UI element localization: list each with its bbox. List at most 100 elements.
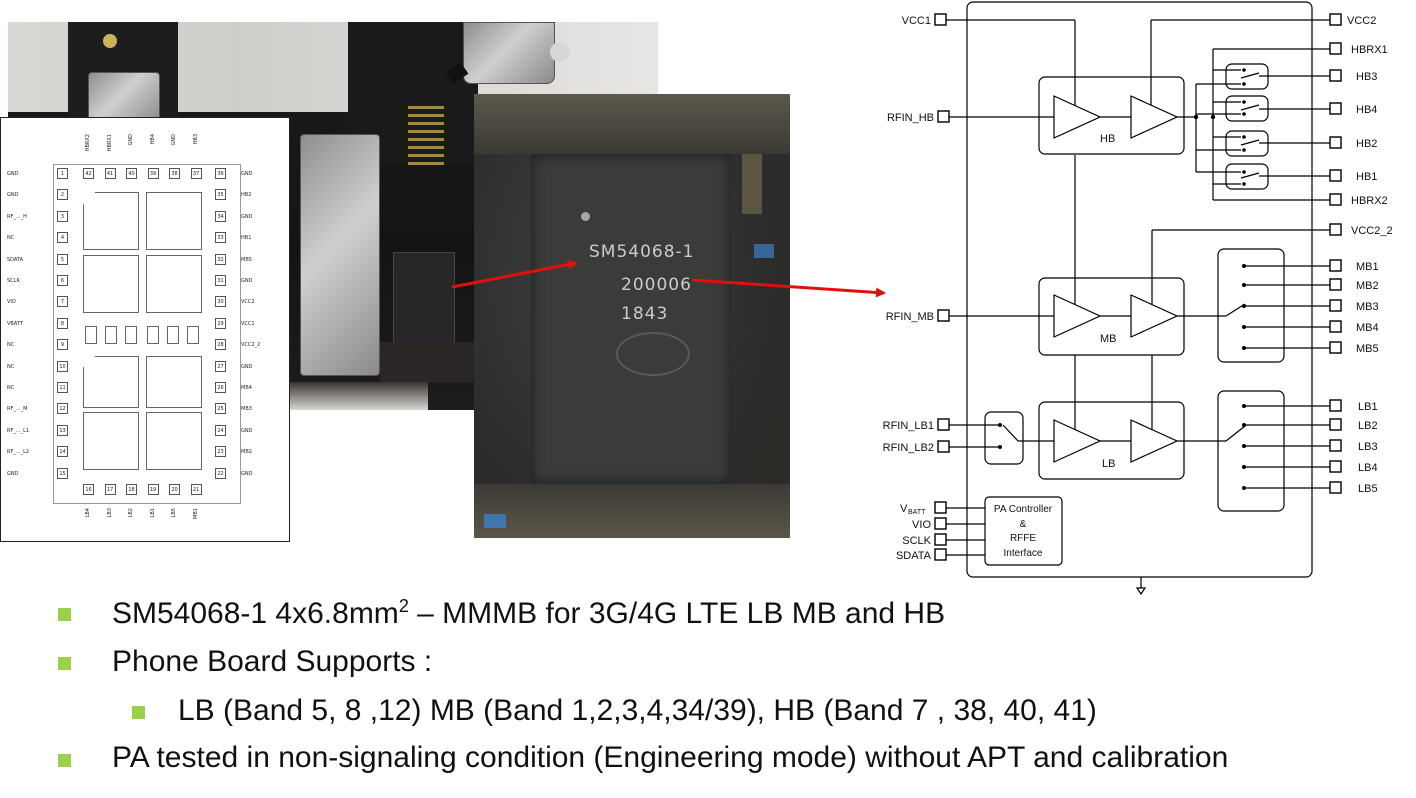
lb-input-switch <box>984 411 1024 465</box>
bullet-1: SM54068-1 4x6.8mm2 – MMMB for 3G/4G LTE … <box>112 596 945 631</box>
pin-left: 2 <box>57 189 68 201</box>
ground-pad <box>146 356 202 408</box>
port-hb2 <box>1329 136 1342 149</box>
hb-amp-2 <box>1130 95 1179 139</box>
port-mb1 <box>1329 259 1342 272</box>
label-lb1: LB1 <box>1358 401 1378 413</box>
pin-right: 35 <box>215 189 226 201</box>
controller-line-4: Interface <box>1004 548 1043 559</box>
port-lb2 <box>1329 418 1342 431</box>
pin-label-left: SDATA <box>7 256 24 263</box>
pin-label-right: MB5 <box>241 256 252 263</box>
bullet-marker <box>132 706 145 719</box>
pin-left: 3 <box>57 210 68 222</box>
pin-right: 27 <box>215 360 226 372</box>
chip-package: SM54068-1 200006 1843 <box>531 154 731 484</box>
pin-right: 33 <box>215 232 226 244</box>
port-mb3 <box>1329 299 1342 312</box>
lb-amp-1 <box>1053 419 1102 463</box>
pin-label-left: NC <box>7 363 15 370</box>
label-vcc1: VCC1 <box>902 15 931 27</box>
ground-pad <box>83 412 139 470</box>
small-pad <box>147 326 159 344</box>
pin-right: 32 <box>215 253 226 265</box>
ground-pad <box>83 255 139 313</box>
lb-output-switch <box>1217 390 1285 512</box>
port-hb4 <box>1329 102 1342 115</box>
pin-bottom: 17 <box>104 484 116 495</box>
port-mb5 <box>1329 341 1342 354</box>
controller-line-3: RFFE <box>1010 533 1036 544</box>
label-hb4: HB4 <box>1356 104 1377 116</box>
pin-top: 41 <box>104 168 116 179</box>
label-vbatt-sub: BATT <box>908 509 926 516</box>
port-vcc2 <box>1329 13 1342 26</box>
small-pad <box>105 326 117 344</box>
pin-label-right: MB4 <box>241 385 252 391</box>
pin-right: 22 <box>215 467 226 479</box>
pin-right: 28 <box>215 339 226 351</box>
pin-top: 39 <box>147 168 159 179</box>
ground-pad <box>146 255 202 313</box>
pin-top: 40 <box>126 168 137 179</box>
pin-right: 30 <box>215 296 226 308</box>
port-hbrx2 <box>1329 193 1342 206</box>
label-hb3: HB3 <box>1356 71 1377 83</box>
label-lb3: LB3 <box>1358 441 1378 453</box>
port-vio <box>934 517 947 530</box>
label-hbrx2: HBRX2 <box>1351 195 1388 207</box>
ground-pad <box>146 412 202 470</box>
label-rfin-lb1: RFIN_LB1 <box>883 420 934 432</box>
pin-right: 29 <box>215 317 226 329</box>
arrow-zoom-to-diagram <box>691 278 886 298</box>
port-hb1 <box>1329 169 1342 182</box>
port-rfin-mb <box>937 309 950 322</box>
pin-label-left: RF_..._L1 <box>7 427 30 434</box>
pin-label-right: GND <box>241 213 253 220</box>
pin-label-right: VCC2 <box>241 299 255 306</box>
ground-pad <box>83 192 139 250</box>
bullet-4: PA tested in non-signaling condition (En… <box>112 741 1229 774</box>
pin-left: 15 <box>57 467 68 479</box>
package-outline <box>53 164 241 504</box>
pin-right: 25 <box>215 403 226 415</box>
label-vio: VIO <box>912 519 931 531</box>
label-sdata: SDATA <box>896 550 932 562</box>
chip-zoom-photo: SM54068-1 200006 1843 <box>474 94 790 538</box>
label-rfin-hb: RFIN_HB <box>887 112 934 124</box>
rf-shield-3 <box>300 134 380 376</box>
label-vcc2-2: VCC2_2 <box>1351 225 1393 237</box>
port-lb3 <box>1329 439 1342 452</box>
label-lb4: LB4 <box>1358 462 1378 474</box>
label-hbrx1: HBRX1 <box>1351 44 1388 56</box>
pin-top: 42 <box>83 168 94 179</box>
pin-label-left: NC <box>7 235 15 242</box>
pin-left: 14 <box>57 446 68 458</box>
pin-left: 13 <box>57 424 68 436</box>
port-sclk <box>934 533 947 546</box>
pin-label-right: VCC2_2 <box>241 342 261 349</box>
pin-left: 4 <box>57 232 68 244</box>
mb-amp-2 <box>1130 294 1179 338</box>
pin-label-right: VCC1 <box>241 320 255 327</box>
bullet-1-rest: – MMMB for 3G/4G LTE LB MB and HB <box>408 597 946 630</box>
pin-left: 10 <box>57 360 68 372</box>
mb-amp-1 <box>1053 294 1102 338</box>
lb-amp-2 <box>1130 419 1179 463</box>
label-lb5: LB5 <box>1358 483 1378 495</box>
chip-marking-line-3: 1843 <box>621 304 669 324</box>
label-mb5: MB5 <box>1356 343 1379 355</box>
pin-label-right: GND <box>241 427 253 434</box>
pin-top: 37 <box>190 168 202 179</box>
pin-bottom: 18 <box>126 484 137 495</box>
port-sdata <box>934 548 947 561</box>
port-rfin-hb <box>937 110 950 123</box>
ground-pad <box>83 356 139 408</box>
label-lb-block: LB <box>1102 458 1115 470</box>
pin-left: 12 <box>57 403 68 415</box>
pin-label-right: GND <box>241 470 253 477</box>
pin-bottom: 21 <box>190 484 202 495</box>
label-mb4: MB4 <box>1356 322 1379 334</box>
